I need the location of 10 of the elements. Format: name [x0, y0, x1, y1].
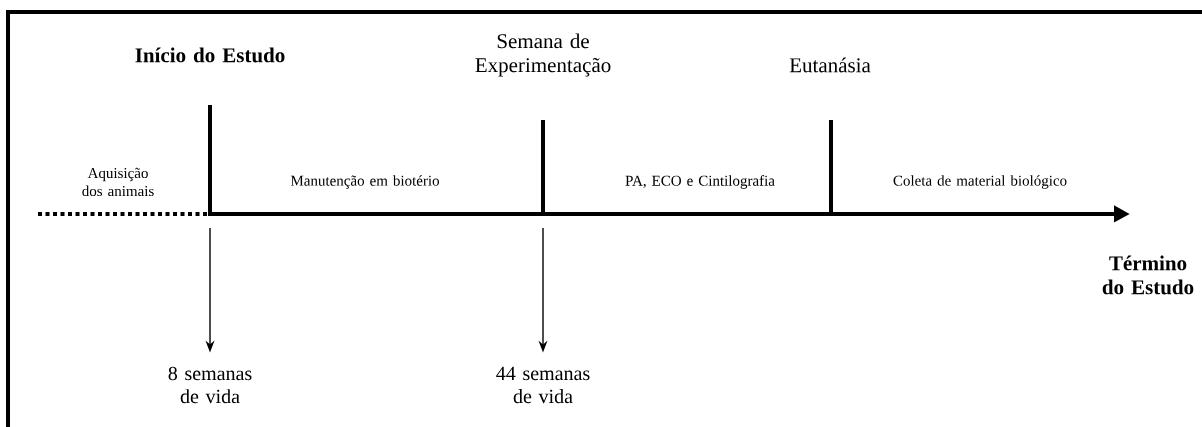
period-label: Aquisição dos animais: [82, 167, 154, 197]
period-label: Manutenção em biotério: [290, 175, 439, 189]
milestone-label: Eutanásia: [789, 57, 871, 73]
milestone-label: Semana de Experimentação: [475, 33, 611, 77]
period-label: PA, ECO e Cintilografia: [625, 175, 775, 189]
period-label: Coleta de material biológico: [893, 175, 1067, 189]
milestone-label: Término do Estudo: [1102, 255, 1194, 295]
milestone-label: 44 semanas de vida: [496, 366, 590, 404]
milestone-label: 8 semanas de vida: [168, 366, 252, 404]
milestone-label: Início do Estudo: [135, 47, 285, 63]
